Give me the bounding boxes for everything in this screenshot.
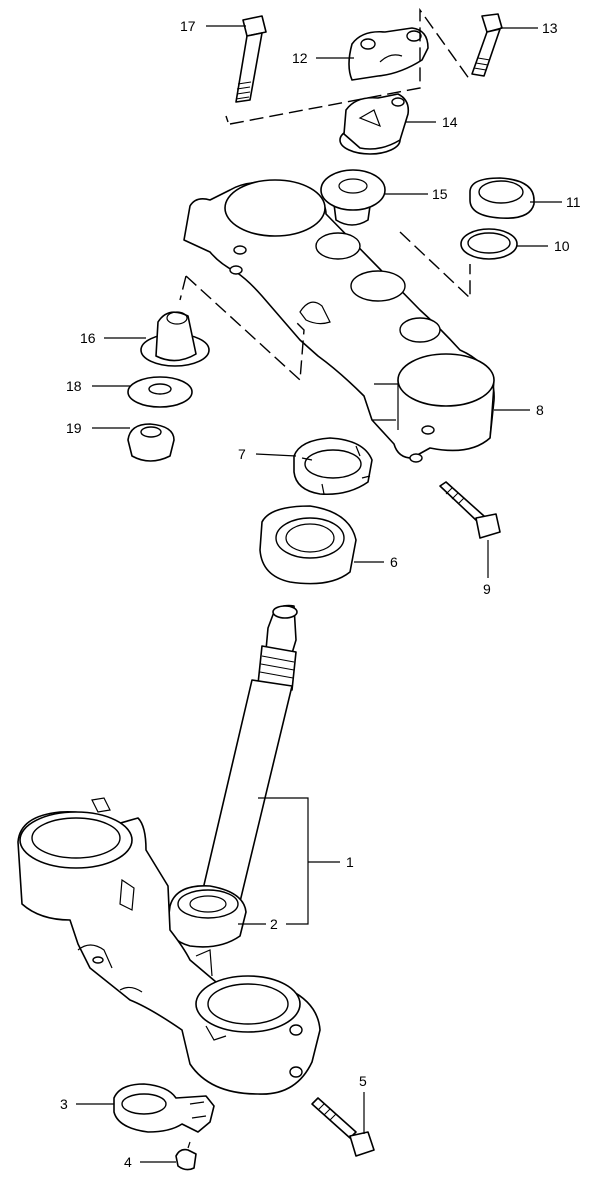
callout-6: 6 bbox=[390, 554, 398, 570]
leader-lines bbox=[76, 25, 562, 1163]
callout-2: 2 bbox=[270, 916, 278, 932]
part-1-steering-stem bbox=[199, 604, 298, 911]
part-17-bolt bbox=[235, 15, 267, 103]
part-9-bolt bbox=[439, 481, 501, 539]
part-12-holder-cap bbox=[348, 27, 429, 81]
part-7-stem-nut bbox=[293, 437, 373, 496]
part-19-nut bbox=[127, 423, 175, 462]
part-4-screw bbox=[175, 1141, 197, 1171]
callout-15: 15 bbox=[432, 186, 448, 202]
part-10-washer bbox=[460, 228, 518, 260]
callout-17: 17 bbox=[180, 18, 196, 34]
part-8-upper-bracket bbox=[183, 179, 495, 463]
callout-7: 7 bbox=[238, 446, 246, 462]
callout-4: 4 bbox=[124, 1154, 132, 1170]
part-2-lower-bearing bbox=[167, 885, 247, 948]
callout-18: 18 bbox=[66, 378, 82, 394]
callout-13: 13 bbox=[542, 20, 558, 36]
part-14-holder bbox=[339, 93, 410, 155]
part-15-cushion bbox=[320, 169, 386, 226]
part-1-lower-bracket bbox=[17, 797, 321, 1095]
part-6-bearing bbox=[259, 505, 357, 585]
callout-1: 1 bbox=[346, 854, 354, 870]
part-16-cushion bbox=[140, 311, 210, 367]
callout-3: 3 bbox=[60, 1096, 68, 1112]
callout-14: 14 bbox=[442, 114, 458, 130]
part-5-bolt bbox=[311, 1097, 375, 1157]
part-13-bolt bbox=[471, 13, 503, 77]
callout-19: 19 bbox=[66, 420, 82, 436]
callout-8: 8 bbox=[536, 402, 544, 418]
callout-10: 10 bbox=[554, 238, 570, 254]
callout-9: 9 bbox=[483, 581, 491, 597]
part-11-seal bbox=[469, 177, 535, 220]
callout-12: 12 bbox=[292, 50, 308, 66]
part-18-washer bbox=[127, 376, 193, 408]
part-3-clamp bbox=[113, 1083, 215, 1133]
callout-16: 16 bbox=[80, 330, 96, 346]
callout-11: 11 bbox=[566, 194, 581, 210]
callout-5: 5 bbox=[359, 1073, 367, 1089]
